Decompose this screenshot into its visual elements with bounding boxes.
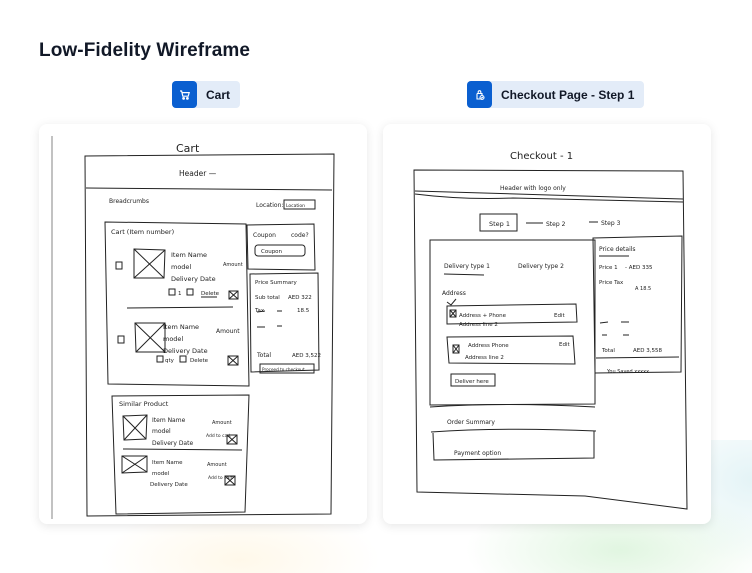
price-summary-title: Price Summary — [255, 280, 297, 286]
tax-value: 18.5 — [297, 308, 310, 314]
similar-item-add: Add to cart — [208, 475, 233, 481]
address-label: Address — [442, 290, 466, 297]
total-value: AED 3,558 — [633, 348, 662, 354]
checkout-sketch: Checkout - 1 Header with logo only Step … — [413, 151, 688, 510]
location-select-box — [283, 199, 316, 210]
similar-item-amount: Amount — [207, 462, 227, 468]
section-chip-cart: Cart — [172, 81, 241, 108]
order-summary-label: Order Summary — [447, 419, 495, 426]
section-chip-checkout: Checkout Page - Step 1 — [467, 81, 645, 108]
item-delete: Delete — [201, 291, 220, 297]
coupon-input: Coupon — [261, 249, 283, 255]
total-value: AED 3,522 — [292, 353, 321, 359]
page-frame — [413, 169, 688, 510]
similar-title: Similar Product — [119, 400, 169, 408]
cart-wireframe-card: Cart Header — Breadcrumbs Location: Loca… — [39, 124, 367, 524]
item-amount: Amount — [216, 328, 240, 335]
delivery-type-2: Delivery type 2 — [518, 263, 564, 270]
header-divider — [414, 190, 684, 200]
sketch-header-label: Header — — [179, 169, 217, 178]
address-line1: Address Phone — [468, 343, 509, 349]
item-name: Item Name — [163, 323, 199, 331]
item-delete: Delete — [190, 358, 209, 364]
item-qty: qty — [165, 358, 175, 364]
location-select: Location — [286, 203, 305, 209]
similar-item-name: Item Name — [152, 417, 186, 424]
total-label: Total — [256, 352, 271, 359]
step-2: Step 2 — [546, 221, 566, 228]
price-tax-value: A 18.5 — [635, 286, 651, 292]
item-model: model — [171, 263, 191, 271]
similar-item-name: Item Name — [152, 460, 183, 466]
proceed-checkout-sketch-button: Proceed to checkout — [262, 367, 305, 372]
similar-item-model: model — [152, 471, 170, 477]
step-3: Step 3 — [601, 220, 621, 227]
item-model: model — [163, 335, 183, 343]
price-label: Price 1 — [599, 265, 618, 271]
similar-item-add: Add to cart — [206, 433, 231, 439]
total-label: Total — [601, 348, 615, 354]
similar-item-delivery: Delivery Date — [150, 482, 188, 488]
checkout-wireframe-card: Checkout - 1 Header with logo only Step … — [383, 124, 711, 524]
address-edit: Edit — [554, 313, 565, 319]
sketch-header-label: Header with logo only — [500, 185, 566, 192]
you-saved-label: You Saved xxxxx — [606, 369, 649, 375]
item-qty: 1 — [178, 291, 182, 297]
cart-box — [104, 221, 250, 387]
payment-option-label: Payment option — [454, 450, 501, 457]
header-divider — [85, 187, 333, 191]
sketch-title: Cart — [176, 142, 200, 155]
chip-label: Cart — [206, 87, 231, 102]
cart-box-title: Cart (Item number) — [111, 228, 174, 236]
cart-icon — [172, 81, 197, 108]
address-line2: Address line 2 — [465, 355, 504, 361]
similar-item-model: model — [152, 428, 171, 435]
page-title: Low-Fidelity Wireframe — [39, 40, 251, 61]
price-tax-label: Price Tax — [599, 280, 624, 286]
step-1-box — [479, 213, 518, 232]
item-delivery: Delivery Date — [163, 347, 208, 355]
step-1: Step 1 — [489, 220, 510, 228]
page-frame — [84, 153, 335, 517]
coupon-title: Coupon — [253, 232, 276, 239]
address-edit: Edit — [559, 342, 570, 348]
bag-check-icon — [467, 81, 492, 108]
cart-sketch: Cart Header — Breadcrumbs Location: Loca… — [51, 136, 335, 519]
item-amount: Amount — [223, 262, 243, 268]
address-line1: Address + Phone — [459, 313, 507, 319]
item-delivery: Delivery Date — [171, 275, 216, 283]
price-details-title: Price details — [599, 246, 636, 253]
tax-label: Tax — [254, 308, 265, 314]
similar-item-delivery: Delivery Date — [152, 440, 193, 447]
subtotal-label: Sub total — [255, 295, 280, 301]
similar-item-amount: Amount — [212, 420, 232, 426]
item-name: Item Name — [171, 251, 207, 259]
coupon-code-label: code? — [291, 232, 309, 239]
address-line2: Address line 2 — [459, 322, 498, 328]
delivery-type-1: Delivery type 1 — [444, 263, 490, 270]
sketch-title: Checkout - 1 — [510, 151, 573, 162]
subtotal-value: AED 322 — [288, 295, 312, 301]
deliver-here-sketch-button: Deliver here — [455, 379, 489, 385]
location-label: Location: — [256, 202, 283, 209]
price-value: - AED 335 — [625, 265, 653, 271]
breadcrumbs-label: Breadcrumbs — [109, 198, 149, 205]
chip-label: Checkout Page - Step 1 — [501, 87, 635, 102]
